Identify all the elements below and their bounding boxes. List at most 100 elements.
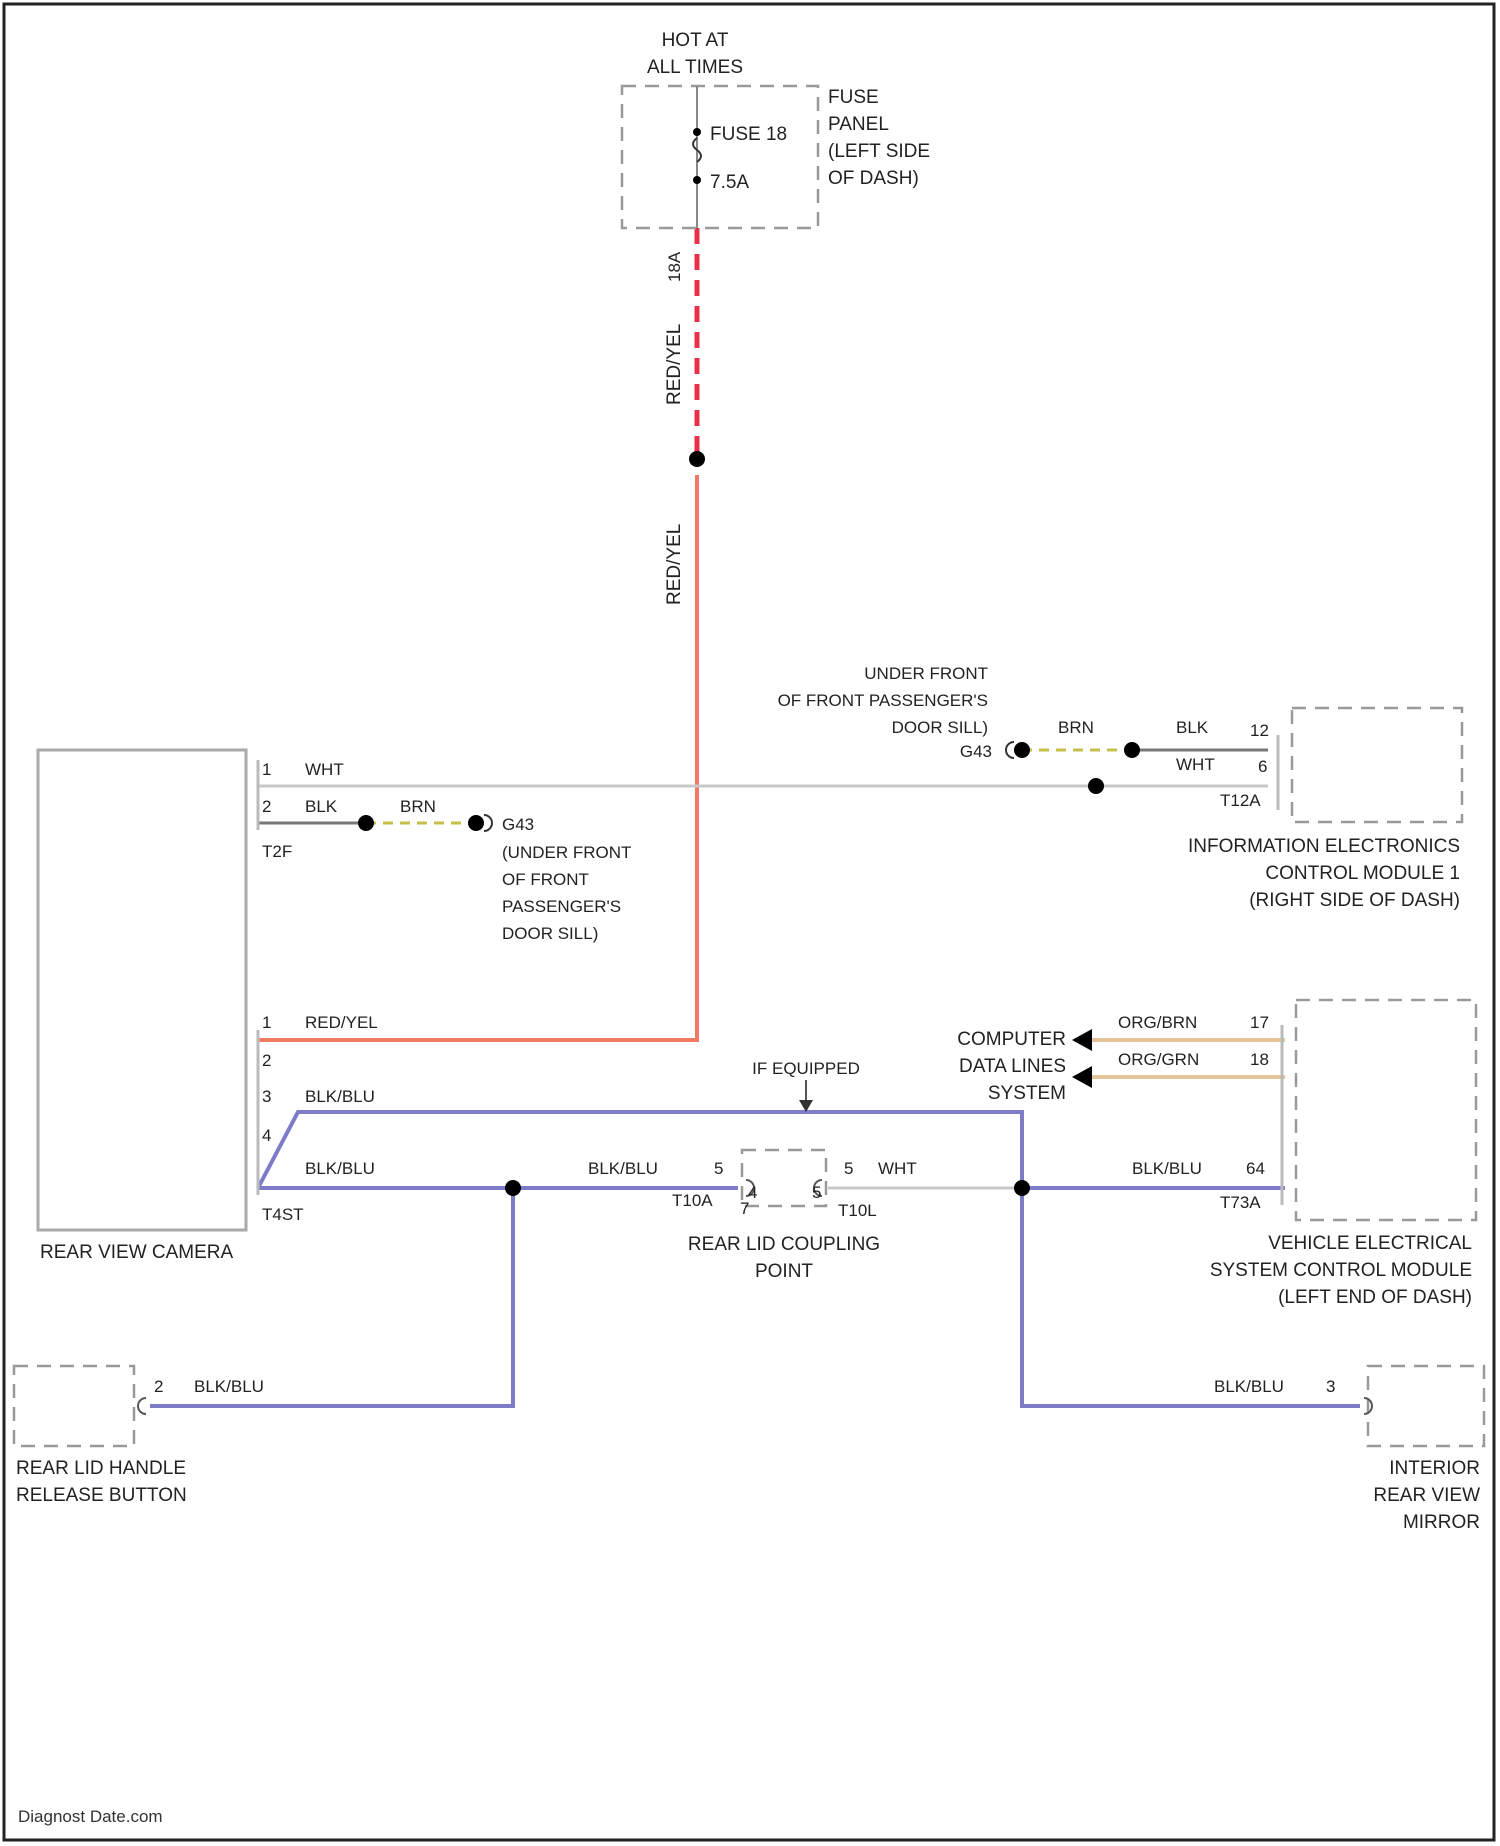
fuse-hot-line-1: HOT AT xyxy=(662,30,729,51)
handle-label-1: REAR LID HANDLE xyxy=(16,1458,186,1479)
interior-rear-view-mirror: 3 BLK/BLU INTERIOR REAR VIEW MIRROR xyxy=(1214,1366,1484,1533)
arrow-left-icon xyxy=(1072,1066,1092,1088)
handle-box xyxy=(14,1366,134,1446)
ground-lower-loc-3: PASSENGER'S xyxy=(502,897,621,916)
splice-wht xyxy=(1088,778,1104,794)
camera-label: REAR VIEW CAMERA xyxy=(40,1242,234,1263)
coupling-under-left: 7 xyxy=(740,1199,749,1218)
wire-label-red-yel-1: RED/YEL xyxy=(664,324,685,405)
wire-red-yel xyxy=(258,475,697,1040)
ground-upper-loc-3: DOOR SILL) xyxy=(892,718,988,737)
if-equipped-label: IF EQUIPPED xyxy=(752,1059,860,1078)
wire-label-org-brn: ORG/BRN xyxy=(1118,1013,1197,1032)
info-module-label-3: (RIGHT SIDE OF DASH) xyxy=(1249,890,1460,911)
handle-connector-icon xyxy=(138,1398,146,1414)
camera-pin-bottom-1: 1 xyxy=(262,1013,271,1032)
wire-label-wht-coupling: WHT xyxy=(878,1159,917,1178)
wire-label-blk-blu-handle: BLK/BLU xyxy=(194,1377,264,1396)
wire-label-red-yel-camera: RED/YEL xyxy=(305,1013,378,1032)
vehicle-module-conn: T73A xyxy=(1220,1193,1261,1212)
vehicle-control-module: 17 18 64 T73A VEHICLE ELECTRICAL SYSTEM … xyxy=(1132,1000,1476,1308)
coupling-label-1: REAR LID COUPLING xyxy=(688,1234,880,1255)
coupling-left-conn: T10A xyxy=(672,1191,713,1210)
mirror-label-1: INTERIOR xyxy=(1389,1458,1480,1479)
wire-label-wht-camera: WHT xyxy=(305,760,344,779)
computer-data-lines: COMPUTER DATA LINES SYSTEM ORG/BRN ORG/G… xyxy=(957,1013,1199,1104)
handle-pin: 2 xyxy=(154,1377,163,1396)
splice-blk-lower xyxy=(358,815,374,831)
info-module-box xyxy=(1292,708,1462,822)
ground-lower-terminal xyxy=(468,815,484,831)
camera-conn-bottom: T4ST xyxy=(262,1205,304,1224)
splice-blk-blu-mirror xyxy=(1014,1180,1030,1196)
wire-label-blk-blu-camera: BLK/BLU xyxy=(305,1159,375,1178)
fuse-panel-label-2: PANEL xyxy=(828,114,889,135)
vehicle-module-label-1: VEHICLE ELECTRICAL xyxy=(1268,1233,1472,1254)
wire-label-blk-blu-coupling: BLK/BLU xyxy=(588,1159,658,1178)
ground-lower-loc-2: OF FRONT xyxy=(502,870,589,889)
coupling-left-pin: 5 xyxy=(714,1159,723,1178)
fuse-hot-line-2: ALL TIMES xyxy=(647,57,743,78)
ground-upper-icon xyxy=(1006,742,1014,758)
ground-lower-id: G43 xyxy=(502,815,534,834)
arrow-left-icon xyxy=(1072,1029,1092,1051)
handle-label-2: RELEASE BUTTON xyxy=(16,1485,187,1506)
splice-blk-blu-handle xyxy=(505,1180,521,1196)
camera-pin-bottom-4: 4 xyxy=(262,1126,271,1145)
rear-lid-handle-release: 2 BLK/BLU REAR LID HANDLE RELEASE BUTTON xyxy=(14,1366,264,1506)
info-module-pin-6: 6 xyxy=(1258,757,1267,776)
fuse-panel: HOT AT ALL TIMES FUSE 18 7.5A FUSE PANEL… xyxy=(622,30,930,282)
vehicle-module-box xyxy=(1296,1000,1476,1220)
camera-pin-bottom-2: 2 xyxy=(262,1051,271,1070)
data-lines-label-1: COMPUTER xyxy=(957,1029,1066,1050)
vehicle-module-label-2: SYSTEM CONTROL MODULE xyxy=(1210,1260,1472,1281)
ground-lower: G43 (UNDER FRONT OF FRONT PASSENGER'S DO… xyxy=(358,815,631,943)
camera-pin-top-1: 1 xyxy=(262,760,271,779)
fuse-terminal-bottom xyxy=(693,176,701,184)
vehicle-module-pin-17: 17 xyxy=(1250,1013,1269,1032)
wire-label-blk-blu-equipped: BLK/BLU xyxy=(305,1087,375,1106)
wire-label-wht-info: WHT xyxy=(1176,755,1215,774)
info-module-label-2: CONTROL MODULE 1 xyxy=(1265,863,1460,884)
wire-label-brn-upper: BRN xyxy=(1058,718,1094,737)
fuse-panel-label-4: OF DASH) xyxy=(828,168,919,189)
ground-upper-terminal xyxy=(1014,742,1030,758)
wire-label-blk-blu-vehicle: BLK/BLU xyxy=(1132,1159,1202,1178)
wire-label-org-grn: ORG/GRN xyxy=(1118,1050,1199,1069)
camera-pin-top-2: 2 xyxy=(262,797,271,816)
wire-label-blk-camera: BLK xyxy=(305,797,338,816)
ground-lower-loc-4: DOOR SILL) xyxy=(502,924,598,943)
fuse-pin: 18A xyxy=(665,251,684,282)
wire-label-blk-blu-mirror: BLK/BLU xyxy=(1214,1377,1284,1396)
fuse-rating: 7.5A xyxy=(710,172,749,193)
splice-blk-upper xyxy=(1124,742,1140,758)
mirror-box xyxy=(1368,1366,1484,1446)
ground-lower-icon xyxy=(484,815,492,831)
if-equipped: IF EQUIPPED xyxy=(752,1059,860,1112)
mirror-label-2: REAR VIEW xyxy=(1373,1485,1480,1506)
info-module-conn: T12A xyxy=(1220,791,1261,810)
camera-pin-bottom-3: 3 xyxy=(262,1087,271,1106)
fuse-panel-box xyxy=(622,86,818,228)
footer-watermark: Diagnost Date.com xyxy=(18,1807,163,1826)
fuse-panel-label-1: FUSE xyxy=(828,87,879,108)
mirror-label-3: MIRROR xyxy=(1403,1512,1480,1533)
info-control-module: 12 6 T12A INFORMATION ELECTRONICS CONTRO… xyxy=(1188,708,1462,911)
vehicle-module-pin-18: 18 xyxy=(1250,1050,1269,1069)
ground-upper-loc-1: UNDER FRONT xyxy=(864,664,988,683)
data-lines-label-2: DATA LINES xyxy=(959,1056,1066,1077)
camera-conn-top: T2F xyxy=(262,842,292,861)
splice-red-yel xyxy=(689,451,705,467)
mirror-pin: 3 xyxy=(1326,1377,1335,1396)
coupling-right-conn: T10L xyxy=(838,1201,877,1220)
wire-label-red-yel-2: RED/YEL xyxy=(664,524,685,605)
data-lines-label-3: SYSTEM xyxy=(988,1083,1066,1104)
wire-blk-blu-handle xyxy=(150,1188,513,1406)
camera-box xyxy=(38,750,246,1230)
fuse-panel-label-3: (LEFT SIDE xyxy=(828,141,930,162)
coupling-right-pin: 5 xyxy=(844,1159,853,1178)
ground-lower-loc-1: (UNDER FRONT xyxy=(502,843,631,862)
vehicle-module-pin-64: 64 xyxy=(1246,1159,1265,1178)
rear-lid-coupling-point: 5 5 4 5 7 T10A T10L REAR LID COUPLING PO… xyxy=(505,1150,1030,1282)
